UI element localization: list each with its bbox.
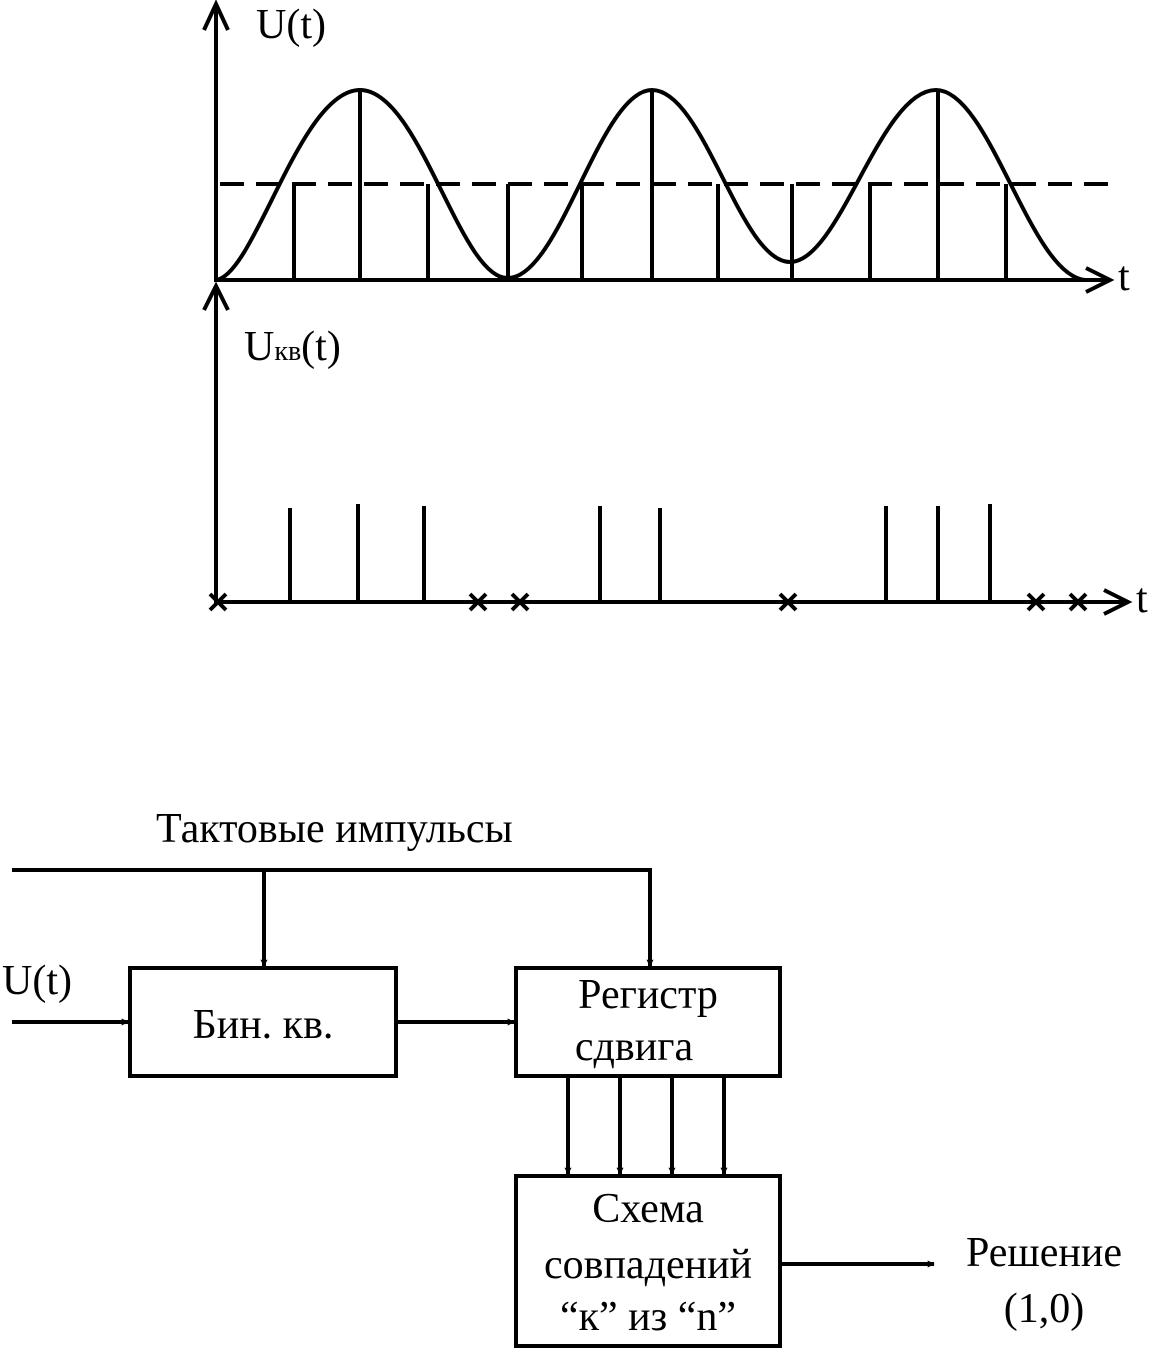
zero-sample-mark — [778, 592, 798, 612]
shift-register-label-line1: Регистр — [578, 972, 718, 1018]
signal-y-label: U(t) — [256, 2, 326, 48]
zero-sample-mark — [208, 592, 228, 612]
zero-sample-mark — [1026, 592, 1046, 612]
quantized-x-axis-arrowhead — [1103, 588, 1133, 616]
coincidence-label-line3: “к” из “n” — [560, 1294, 736, 1340]
quantized-y-label-main: U — [244, 324, 274, 370]
shift-register-label-line2: сдвига — [575, 1024, 694, 1070]
signal-plot: U(t) t — [202, 0, 1130, 300]
coincidence-label-line1: Схема — [592, 1186, 704, 1232]
quantized-y-axis-arrowhead — [202, 281, 230, 311]
input-signal-label: U(t) — [2, 958, 72, 1004]
binary-quantizer-label: Бин. кв. — [193, 1002, 334, 1048]
signal-x-axis-arrowhead — [1085, 266, 1115, 294]
zero-sample-mark — [1068, 592, 1088, 612]
shift-register-block — [514, 966, 782, 1078]
coincidence-block — [514, 1174, 782, 1348]
zero-sample-mark — [510, 592, 530, 612]
quantized-x-label: t — [1136, 576, 1148, 622]
decision-label-line1: Решение — [966, 1230, 1122, 1276]
signal-y-axis-arrowhead — [202, 0, 230, 31]
quantized-y-label: Uкв(t) — [244, 324, 341, 370]
coincidence-label-line2: совпадений — [544, 1242, 752, 1288]
quantized-y-label-sub: кв — [274, 336, 301, 367]
zero-sample-mark — [468, 592, 488, 612]
decision-label-line2: (1,0) — [1004, 1286, 1084, 1332]
block-diagram: Тактовые импульсы U(t) Бин. кв. Регистр … — [2, 806, 1122, 1348]
quantized-plot: Uкв(t) t — [202, 281, 1148, 622]
quantized-y-label-tail: (t) — [301, 324, 341, 370]
clock-pulses-label: Тактовые импульсы — [156, 806, 513, 852]
signal-x-label: t — [1118, 254, 1130, 300]
